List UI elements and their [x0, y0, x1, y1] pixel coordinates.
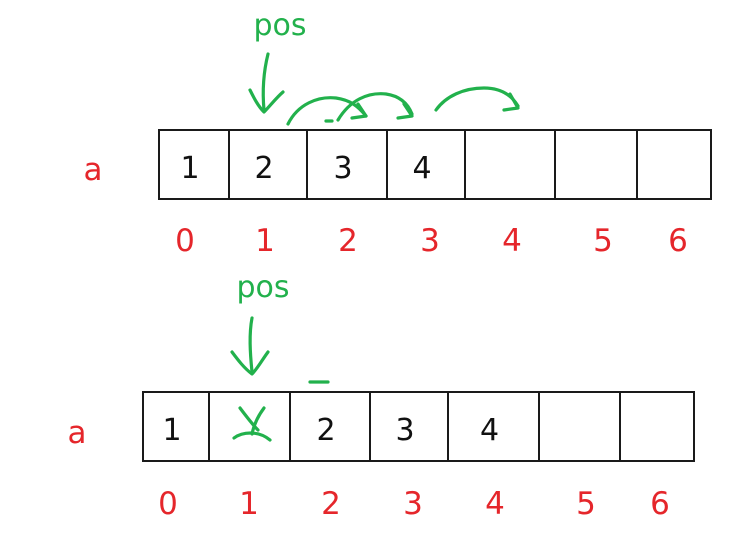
bottom-array-indices: 0 1 2 3 4 5 6 [158, 486, 670, 522]
top-index-label-3: 3 [420, 223, 440, 259]
top-cell-value-2: 3 [333, 151, 352, 186]
top-cell-value-1: 2 [254, 151, 273, 186]
top-array-indices: 0 1 2 3 4 5 6 [175, 223, 688, 259]
bottom-cell-1 [208, 391, 291, 462]
bottom-cell-value-0: 1 [162, 413, 181, 448]
top-cell-1 [228, 129, 308, 200]
shift-arrow-2-to-3 [336, 92, 414, 122]
top-cell-value-3: 4 [412, 151, 431, 186]
bottom-index-label-5: 5 [576, 486, 596, 522]
bottom-index-label-0: 0 [158, 486, 178, 522]
top-cell-5 [554, 129, 638, 200]
bottom-pos-arrow [230, 316, 270, 376]
bottom-index-label-1: 1 [239, 486, 259, 522]
top-index-label-5: 5 [593, 223, 613, 259]
top-index-label-0: 0 [175, 223, 195, 259]
top-index-label-6: 6 [668, 223, 688, 259]
bottom-cell-value-2: 2 [316, 413, 335, 448]
top-shift-arrows [286, 86, 520, 126]
crossed-out-value-mark [232, 406, 272, 442]
top-cell-6 [636, 129, 712, 200]
bottom-index-label-2: 2 [321, 486, 341, 522]
bottom-cell-value-4: 4 [480, 413, 499, 448]
top-index-label-1: 1 [255, 223, 275, 259]
bottom-array-cells: 1 2 3 4 [142, 391, 695, 462]
top-cell-2 [306, 129, 388, 200]
bottom-cell-6 [619, 391, 695, 462]
bottom-index-label-4: 4 [485, 486, 505, 522]
bottom-cell-5 [538, 391, 621, 462]
top-array-cells: 1 2 3 4 [158, 129, 712, 200]
bottom-cell-4 [447, 391, 540, 462]
top-pos-label: pos [253, 8, 306, 43]
top-cell-0 [158, 129, 230, 200]
bottom-pos-label: pos [236, 270, 289, 305]
top-cell-4 [464, 129, 556, 200]
shift-arrow-3-to-4 [434, 86, 520, 112]
top-cell-value-0: 1 [180, 151, 199, 186]
bottom-index-label-6: 6 [650, 486, 670, 522]
bottom-array: a pos 1 2 3 4 0 1 2 3 4 5 6 [68, 270, 695, 522]
bottom-cell-value-3: 3 [395, 413, 414, 448]
bottom-cell-2 [289, 391, 371, 462]
top-index-label-2: 2 [338, 223, 358, 259]
bottom-index-label-3: 3 [403, 486, 423, 522]
top-array-name: a [84, 152, 103, 188]
top-pos-arrow [248, 52, 285, 114]
shift-arrow-1-to-2 [286, 96, 368, 126]
top-array: a pos 1 2 3 4 0 1 2 3 4 5 6 [84, 8, 712, 259]
bottom-cell-3 [369, 391, 449, 462]
top-index-label-4: 4 [502, 223, 522, 259]
bottom-array-name: a [68, 415, 87, 451]
